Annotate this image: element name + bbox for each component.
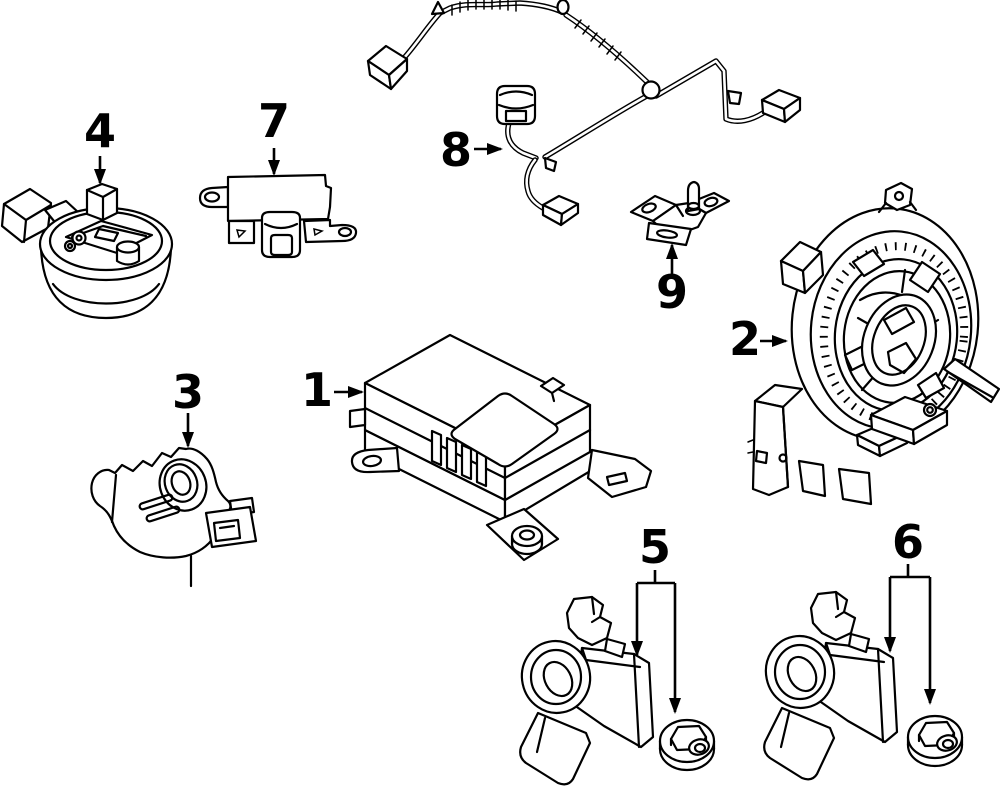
airbag-control-module <box>348 333 653 562</box>
clock-spring-coil <box>747 181 1000 506</box>
callout-5[interactable]: 5 <box>638 520 671 574</box>
harness-connector <box>760 88 802 124</box>
callout-8[interactable]: 8 <box>439 123 472 177</box>
impact-sensor-bracket <box>90 446 258 588</box>
harness-connector <box>366 44 409 91</box>
callout-2[interactable]: 2 <box>728 312 761 366</box>
callout-4[interactable]: 4 <box>83 104 116 158</box>
harness-clip <box>430 0 446 16</box>
callout-arrows <box>94 143 936 714</box>
callout-9[interactable]: 9 <box>655 265 688 319</box>
front-impact-sensor <box>0 182 174 320</box>
harness-loop <box>641 80 661 100</box>
harness-connector <box>495 84 537 126</box>
side-impact-sensor <box>514 595 716 786</box>
callout-1[interactable]: 1 <box>300 363 333 417</box>
harness-clip <box>556 0 570 16</box>
harness-connector <box>541 194 580 227</box>
callout-6[interactable]: 6 <box>891 515 924 569</box>
callout-6-arrow <box>884 564 936 705</box>
module-mounting-bracket <box>198 173 358 259</box>
callout-5-arrow <box>631 570 681 714</box>
sensor-wiring-harness <box>366 0 802 227</box>
side-impact-sensor <box>758 590 964 781</box>
callout-7[interactable]: 7 <box>257 94 290 148</box>
harness-tape-ticks <box>451 0 622 61</box>
harness-clip <box>543 156 558 173</box>
callout-3[interactable]: 3 <box>171 365 204 419</box>
sensor-mounting-bracket <box>629 180 731 247</box>
harness-clip <box>726 89 743 106</box>
